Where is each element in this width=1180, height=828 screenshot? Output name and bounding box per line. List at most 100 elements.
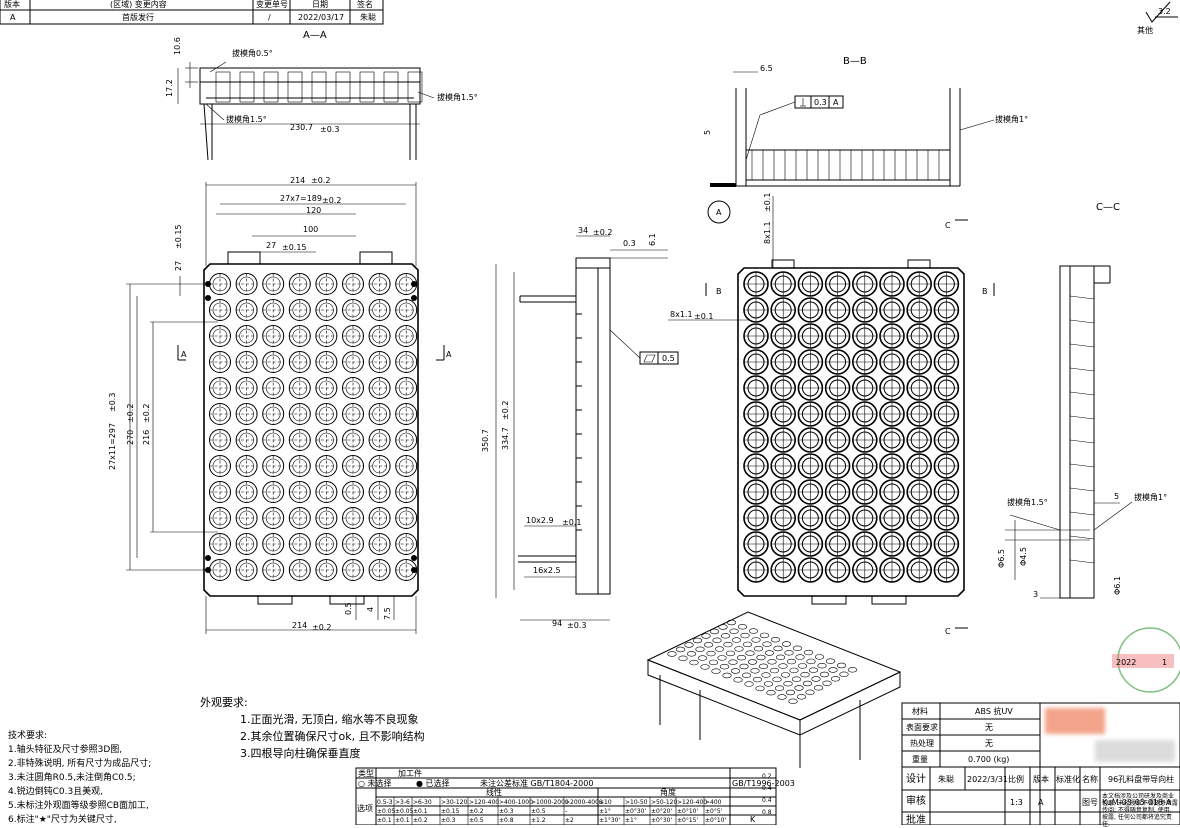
section-view-bb: B—B 6.5 0.3 A 5 A 拔模角1°	[703, 56, 1028, 224]
iso-well	[788, 698, 798, 704]
dim-4: 4	[366, 607, 375, 612]
draft-angle-15-cc: 拔模角1.5°	[1007, 497, 1048, 507]
iso-well	[839, 671, 849, 677]
dim-10x2-9: 10x2.9	[526, 516, 554, 525]
iso-well	[808, 667, 819, 673]
tb-surface-label: 表面要求	[906, 722, 938, 732]
tech-notes: 技术要求: 1.轴头特征及尺寸参照3D图, 2.非特殊说明, 所有尺寸为成品尺寸…	[8, 729, 151, 827]
tol-row-b: ±2	[565, 817, 574, 824]
iso-well	[769, 667, 780, 674]
iso-well	[742, 641, 753, 648]
tb-scale: 1:3	[1010, 798, 1023, 807]
tol-range: >400	[705, 799, 722, 806]
guide-pin-mark	[411, 567, 417, 573]
perpendicularity-datum: A	[833, 98, 839, 107]
tb-date: 2022/3/31	[967, 775, 1008, 784]
iso-well	[762, 641, 772, 647]
iso-well	[805, 689, 815, 695]
iso-well	[717, 655, 727, 661]
iso-well	[697, 655, 708, 661]
iso-well	[719, 663, 730, 670]
tol-row-a: ±0.1	[413, 808, 428, 815]
rib	[215, 71, 231, 103]
guide-pin-mark	[205, 567, 211, 573]
tol-row-b: ±1.2	[531, 817, 546, 824]
iso-well	[774, 685, 785, 691]
guide-pin-mark	[411, 295, 417, 301]
iso-well	[775, 654, 786, 660]
iso-well	[759, 632, 770, 639]
dim-216: 216	[142, 430, 151, 445]
tol-range: >30-120	[441, 799, 467, 806]
iso-well	[686, 651, 697, 657]
rev-header-order: 变更单号	[256, 0, 288, 9]
tol-row-b: ±0.1	[395, 817, 410, 824]
iso-well	[789, 667, 799, 674]
view-title-cc: C—C	[1096, 202, 1120, 213]
iso-well	[814, 654, 825, 660]
tol-range: >50-120	[651, 799, 677, 806]
iso-well	[786, 658, 797, 665]
tb-scale-label: 比例	[1008, 774, 1024, 784]
iso-well	[847, 667, 858, 673]
iso-well	[703, 642, 714, 648]
draft-angle-05: 拔模角0.5°	[232, 48, 273, 58]
rib	[287, 71, 303, 103]
rib	[311, 71, 327, 103]
iso-well	[684, 642, 694, 648]
tol-type-value: 加工件	[398, 768, 422, 778]
tol-selected: ● 已选择	[416, 778, 450, 788]
dim-120: 120	[306, 206, 321, 215]
tol-8x1-1-left: ±0.1	[694, 312, 713, 321]
rev-content: 首版发行	[122, 12, 154, 22]
iso-well	[817, 662, 827, 669]
iso-well	[692, 637, 703, 644]
iso-well	[777, 694, 787, 700]
side-view: 350.7 334.7 ±0.2 34 ±0.2 0.3 6.1 0.5 10x…	[481, 226, 679, 630]
tb-version: A	[1038, 798, 1044, 807]
tol-row-b: ±0.3	[441, 817, 456, 824]
tol-8x1-1-top: ±0.1	[763, 193, 772, 212]
dim-phi4-5: Φ4.5	[1019, 547, 1028, 566]
iso-well	[741, 672, 752, 678]
iso-well	[695, 646, 705, 652]
iso-well	[795, 654, 805, 660]
view-title-aa: A—A	[303, 30, 327, 41]
tol-flat-value: 0.8	[762, 809, 772, 816]
rib	[1069, 391, 1095, 396]
iso-well	[740, 632, 750, 639]
rib	[263, 71, 279, 103]
guide-pin-mark	[411, 281, 417, 287]
tol-type-label: 类型	[358, 768, 374, 778]
rev-version: A	[10, 13, 16, 22]
rev-sign: 朱聪	[360, 12, 376, 22]
tol-range: >1000-2000	[531, 799, 569, 806]
dim-16x2-5: 16x2.5	[533, 566, 561, 575]
tb-designer: 朱聪	[938, 774, 954, 784]
iso-well	[734, 646, 744, 652]
draft-angle-15-b: 拔模角1.5°	[437, 92, 478, 102]
tb-surface: 无	[985, 723, 993, 732]
rib	[239, 71, 255, 103]
tb-name-label: 名称	[1082, 774, 1098, 784]
iso-well	[718, 624, 728, 630]
tol-row-b: ±0.2	[413, 817, 428, 824]
tech-note-4: 4.锐边倒钝C0.3且美观,	[8, 787, 104, 797]
iso-well	[773, 645, 783, 652]
tb-version-label: 版本	[1033, 774, 1049, 784]
dim-5-bb: 5	[703, 130, 712, 135]
section-view-aa: A—A 10.6 17.2 230.7 ±0.3 拔模角0.5° 拔模角1.5°…	[165, 30, 478, 161]
tol-row-b: ±0°10'	[705, 817, 726, 824]
tb-drawing-number: KuM-03-05-018-A	[1102, 798, 1172, 807]
iso-well	[752, 676, 763, 683]
tol-row-b: ±0.5	[469, 817, 484, 824]
tol-334-7: ±0.2	[501, 401, 510, 420]
tol-27-top: ±0.15	[282, 243, 307, 252]
tol-option-label: 选项	[357, 803, 373, 813]
iso-well	[720, 633, 731, 639]
iso-well	[822, 680, 832, 686]
iso-well	[794, 685, 804, 691]
tol-214-bottom: ±0.2	[312, 623, 331, 632]
tol-range: >400-1000	[499, 799, 533, 806]
